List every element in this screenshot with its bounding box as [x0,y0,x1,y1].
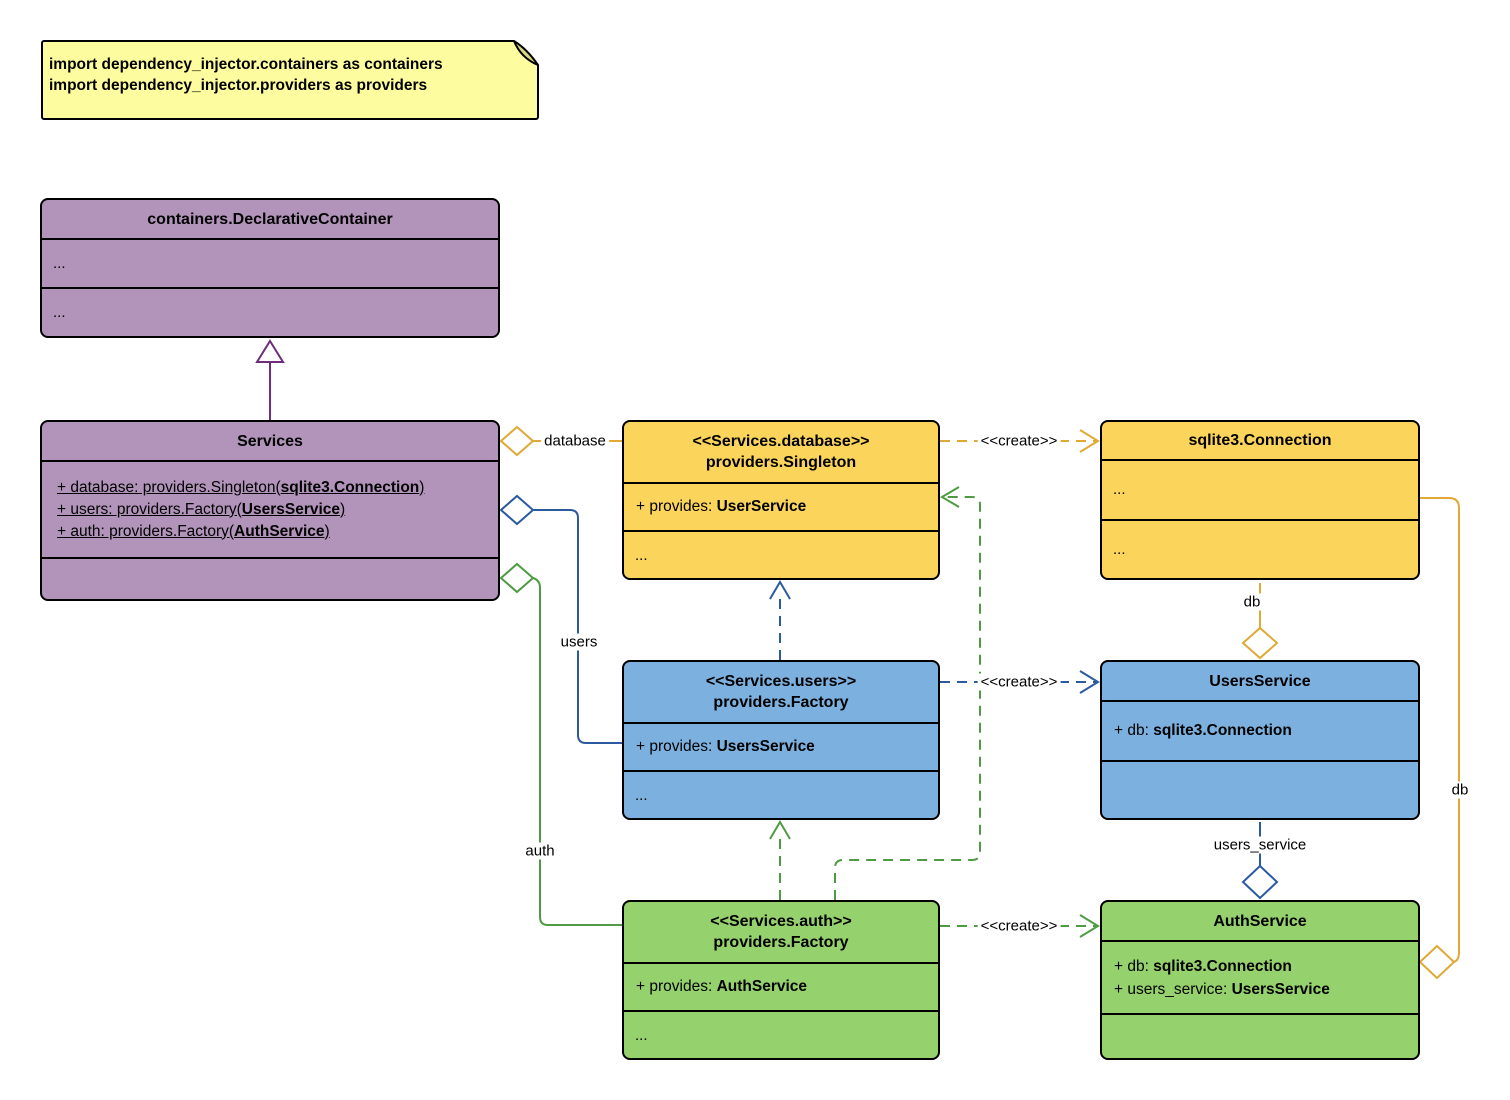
dependency-edge-users-to-singleton [769,580,791,660]
class-title: <<Services.auth>> providers.Factory [624,902,938,962]
ellipsis-row: ... [635,546,648,564]
class-attributes: ... [1102,459,1418,519]
class-attributes: ... [42,238,498,287]
inheritance-triangle [255,339,285,363]
class-declarative-container: containers.DeclarativeContainer ... ... [40,198,500,338]
ellipsis-row: ... [53,255,66,272]
edge-label-create-database: <<create>> [977,432,1061,450]
class-stereotype: <<Services.users>> [705,673,857,690]
class-methods: ... [624,770,938,818]
edge-label-create-auth: <<create>> [977,917,1061,935]
open-arrowhead [940,486,960,508]
class-stereotype: <<Services.auth>> [710,913,852,930]
class-database-singleton: <<Services.database>> providers.Singleto… [622,420,940,580]
note-text: import dependency_injector.providers as … [49,77,428,94]
edge-label-users-service: users_service [1210,836,1310,854]
import-note: import dependency_injector.containers as… [41,40,539,120]
attribute-row: + provides: UsersService [636,738,815,755]
class-methods-empty [42,557,498,599]
dependency-edge-auth-to-singleton [834,486,981,900]
open-arrowhead [769,580,791,600]
open-arrowhead [1079,429,1100,453]
edge-label-db-right: db [1448,781,1472,799]
note-text: import dependency_injector.containers as… [49,56,443,73]
attribute-row: + provides: AuthService [636,978,808,995]
aggregation-diamond [499,494,535,526]
dependency-edge-auth-to-users [769,820,791,900]
class-methods-empty [1102,1013,1418,1058]
class-methods: ... [42,287,498,336]
class-methods: ... [624,1010,938,1058]
ellipsis-row: ... [635,1026,648,1044]
class-sqlite3-connection: sqlite3.Connection ... ... [1100,420,1420,580]
class-title: AuthService [1213,912,1307,930]
attribute-row: + provides: UserService [636,498,807,515]
ellipsis-row: ... [1113,540,1126,558]
class-users-service: UsersService + db: sqlite3.Connection [1100,660,1420,820]
class-title: sqlite3.Connection [1188,432,1332,449]
open-arrowhead [769,820,791,840]
class-attributes: + provides: AuthService [624,962,938,1010]
auth-aggregation-edge [499,562,622,926]
class-title: UsersService [1209,672,1311,690]
attribute-row: + db: sqlite3.Connection [1114,957,1292,975]
aggregation-diamond [499,562,535,594]
edge-label-database: database [541,432,609,450]
class-attributes: + database: providers.Singleton(sqlite3.… [42,460,498,557]
class-auth-factory: <<Services.auth>> providers.Factory + pr… [622,900,940,1060]
attribute-row: + auth: providers.Factory(AuthService) [57,522,330,540]
attribute-row: + users_service: UsersService [1114,980,1330,998]
users-aggregation-edge [499,494,622,744]
ellipsis-row: ... [635,786,648,804]
edge-label-auth: auth [522,842,558,860]
note-fold-icon [513,40,539,66]
class-methods-empty [1102,760,1418,818]
class-name: providers.Factory [713,934,849,951]
aggregation-diamond [1241,864,1279,900]
class-services: Services + database: providers.Singleton… [40,420,500,601]
aggregation-diamond [1241,626,1279,660]
class-name: providers.Factory [713,694,849,711]
edge-label-create-users: <<create>> [977,673,1061,691]
db-aggregation-edge [1241,583,1279,660]
ellipsis-row: ... [53,304,66,321]
attribute-row: + database: providers.Singleton(sqlite3.… [57,478,425,496]
aggregation-diamond [499,425,535,457]
inheritance-edge [255,339,285,420]
edge-label-db: db [1240,593,1264,611]
class-attributes: + db: sqlite3.Connection [1102,700,1418,760]
class-attributes: + db: sqlite3.Connection + users_service… [1102,940,1418,1013]
class-auth-service: AuthService + db: sqlite3.Connection + u… [1100,900,1420,1060]
class-users-factory: <<Services.users>> providers.Factory + p… [622,660,940,820]
class-title: <<Services.database>> providers.Singleto… [624,422,938,482]
db-right-aggregation-edge [1418,497,1460,980]
open-arrowhead [1079,914,1100,938]
open-arrowhead [1079,670,1100,694]
class-name: providers.Singleton [705,454,857,471]
class-title: containers.DeclarativeContainer [147,210,393,228]
class-title: <<Services.users>> providers.Factory [624,662,938,722]
class-title: Services [237,432,303,450]
class-methods: ... [624,530,938,578]
edge-label-users: users [557,633,601,651]
class-attributes: + provides: UsersService [624,722,938,770]
aggregation-diamond [1418,944,1456,980]
users-service-aggregation-edge [1241,822,1279,900]
attribute-row: + db: sqlite3.Connection [1114,722,1292,739]
attribute-row: + users: providers.Factory(UsersService) [57,500,346,518]
class-methods: ... [1102,518,1418,579]
class-stereotype: <<Services.database>> [692,433,870,450]
ellipsis-row: ... [1113,481,1126,499]
class-attributes: + provides: UserService [624,482,938,530]
